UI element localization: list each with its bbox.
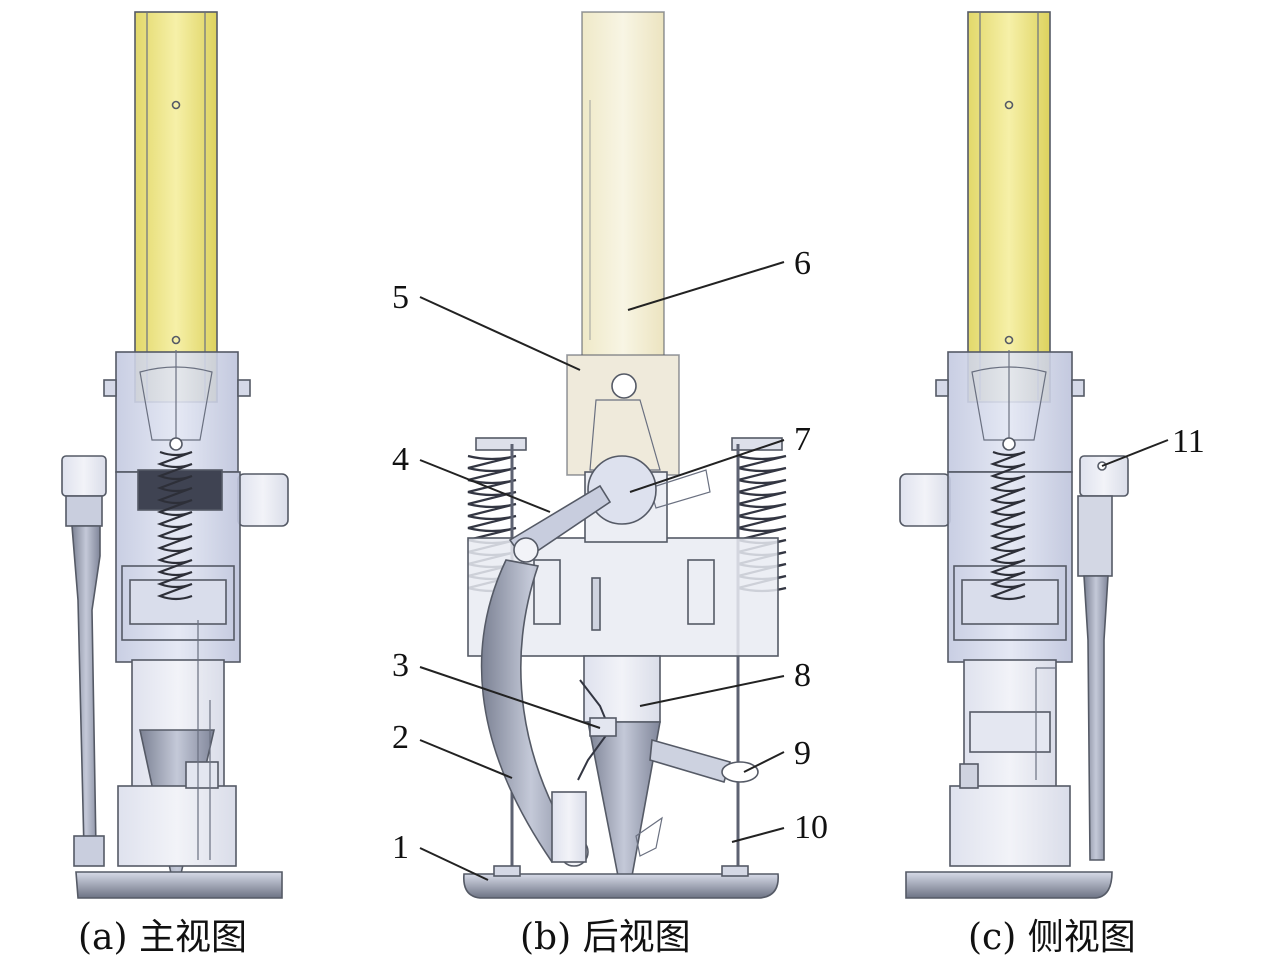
front-upper-housing [115,351,239,473]
caption-side-view: (c) 侧视图 [968,917,1136,958]
front-side-knob [237,473,289,527]
front-lever [71,525,101,851]
front-base [75,871,283,899]
callout-labels: 1 2 3 4 5 6 7 8 9 10 11 [392,245,1205,866]
callout-4: 4 [392,441,409,478]
caption-front-view: (a) 主视图 [78,917,247,958]
side-base [905,871,1113,899]
rear-spring-right [737,454,787,593]
side-spring [989,450,1026,601]
callout-9: 9 [794,735,811,772]
caption-rear-view: (b) 后视图 [520,917,691,958]
rear-roller [587,455,657,525]
callout-6: 6 [794,245,811,282]
side-view [899,11,1129,899]
rear-link-9 [649,738,731,783]
front-spring [156,450,193,601]
callout-2: 2 [392,719,409,756]
callout-8: 8 [794,657,811,694]
front-view [61,11,289,899]
rear-base [463,873,779,899]
side-upper-housing [947,351,1073,473]
callout-5: 5 [392,279,409,316]
rear-view [463,11,787,899]
callout-3: 3 [392,647,409,684]
callout-7: 7 [794,421,811,458]
callout-1: 1 [392,829,409,866]
callout-11: 11 [1172,423,1205,460]
rear-feed-tube [581,11,665,358]
callout-10: 10 [794,809,828,846]
side-knob [899,473,951,527]
callout-leaders [419,261,1169,881]
side-lever [1083,575,1109,861]
